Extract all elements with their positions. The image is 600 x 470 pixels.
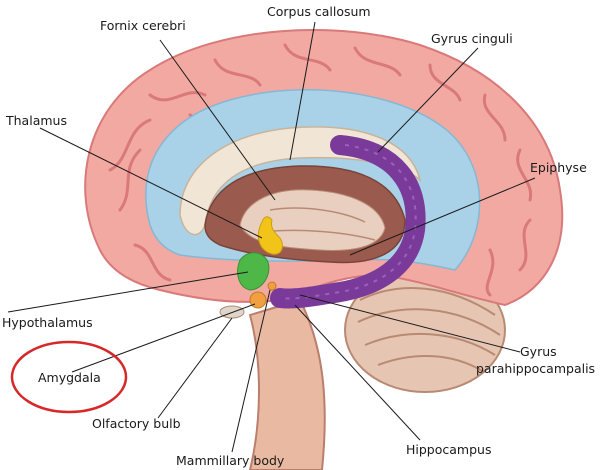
label-olfactory-bulb: Olfactory bulb [92, 416, 181, 431]
cerebellum [344, 267, 506, 393]
label-mammillary-body: Mammillary body [176, 453, 285, 468]
amygdala-orange [249, 291, 267, 309]
hypothalamus-green [237, 252, 270, 291]
label-gyrus-cinguli: Gyrus cinguli [431, 31, 513, 46]
leader-lines [7, 21, 536, 453]
label-hypothalamus: Hypothalamus [2, 315, 93, 330]
label-gyrus-parahippocampalis-line1: Gyrus [520, 344, 557, 359]
label-hippocampus: Hippocampus [406, 442, 491, 457]
amygdala-highlight-circle [10, 340, 128, 414]
label-epiphyse: Epiphyse [530, 160, 587, 175]
label-corpus-callosum: Corpus callosum [267, 4, 371, 19]
mammillary-dot [267, 281, 277, 291]
label-gyrus-parahippocampalis-line2: parahippocampalis [476, 361, 595, 376]
thalamus-yellow [257, 216, 283, 255]
label-amygdala: Amygdala [38, 370, 101, 385]
brain-stem [248, 298, 326, 470]
label-fornix-cerebri: Fornix cerebri [100, 18, 186, 33]
label-thalamus: Thalamus [5, 113, 67, 128]
fornix-segments [279, 144, 417, 300]
